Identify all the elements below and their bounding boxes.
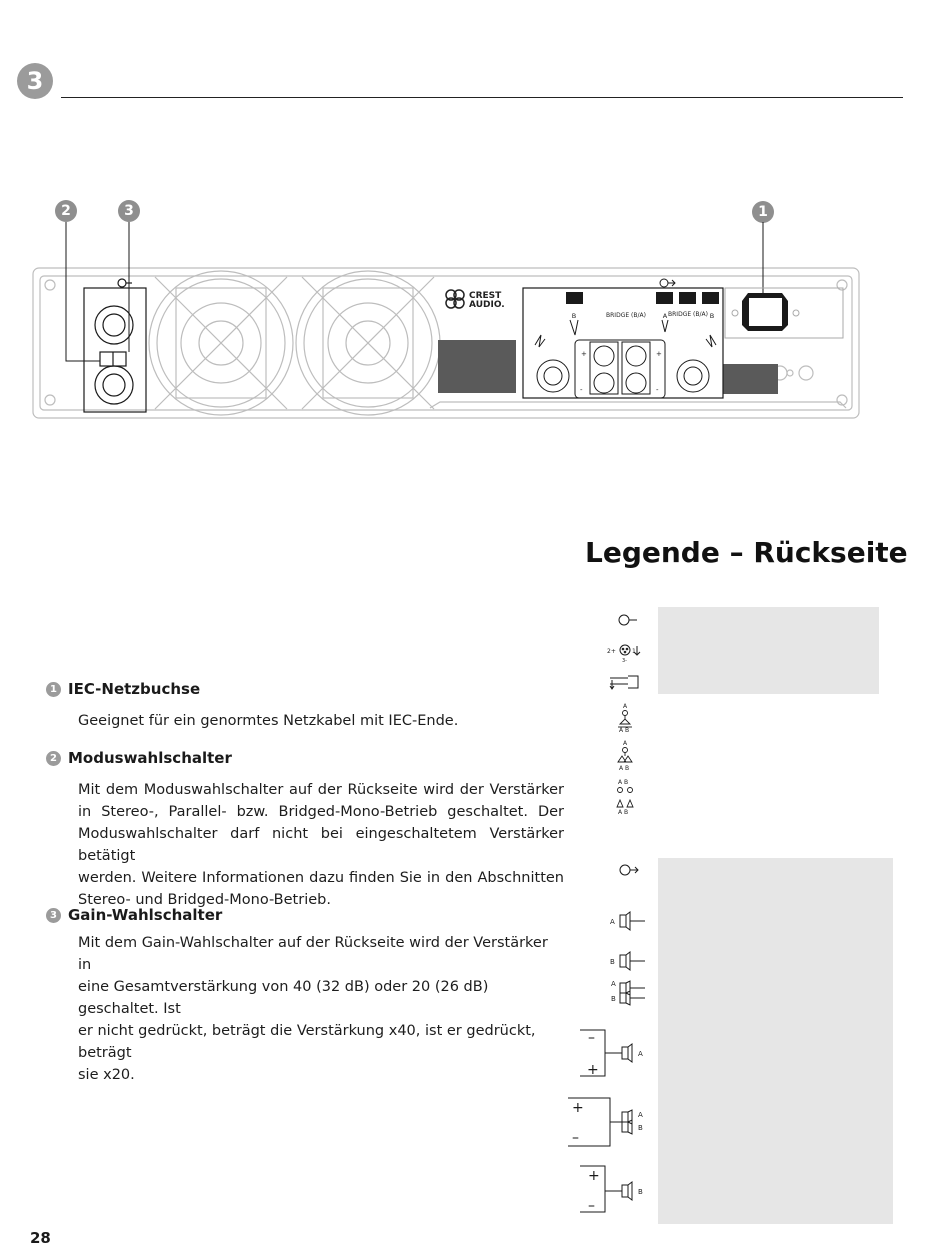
crest-audio-logo: CREST AUDIO. [445, 289, 505, 310]
svg-text:B: B [638, 1188, 643, 1196]
speaker-out-ab-icon [619, 980, 645, 1006]
binding-post-b-icon [580, 1165, 633, 1213]
svg-text:–: – [588, 1030, 595, 1046]
xlr-pinout-icon [619, 644, 641, 656]
text-line: Mit dem Moduswahlschalter auf der Rückse… [78, 782, 564, 798]
binding-post-3[interactable] [625, 345, 647, 367]
binding-post-2[interactable] [593, 372, 615, 394]
svg-text:A: A [611, 980, 616, 988]
text-line: Stereo- und Bridged-Mono-Betrieb. [78, 892, 331, 908]
mode-bridge-icon [618, 710, 632, 728]
output-icon [619, 864, 639, 876]
legend-input-box [658, 607, 879, 694]
svg-text:BRIDGE (B/A): BRIDGE (B/A) [606, 312, 646, 319]
item-text-mode: Mit dem Moduswahlschalter auf der Rückse… [78, 779, 564, 911]
svg-text:-: - [580, 386, 583, 394]
svg-text:B: B [610, 958, 615, 966]
svg-text:+: + [572, 1100, 584, 1116]
svg-text:B: B [572, 312, 576, 320]
item-badge: 3 [46, 907, 61, 923]
svg-text:B: B [638, 1124, 643, 1132]
svg-text:A B: A B [619, 727, 629, 734]
jack-icon [609, 675, 639, 690]
item-badge: 1 [46, 681, 61, 697]
svg-text:A: A [623, 703, 628, 710]
svg-text:+: + [588, 1168, 600, 1184]
item-title: Moduswahlschalter [68, 749, 232, 767]
svg-text:A B: A B [618, 779, 628, 786]
rear-panel-illustration: CREST AUDIO. B A BRIDGE (B/A) BRIDGE (B/… [32, 222, 860, 419]
speakon-out-b[interactable] [536, 359, 570, 393]
svg-text:1: 1 [632, 648, 636, 655]
svg-text:+: + [581, 350, 587, 358]
svg-text:–: – [572, 1130, 579, 1146]
header-rule [61, 97, 903, 98]
text-line: sie x20. [78, 1067, 135, 1083]
svg-text:+: + [587, 1062, 599, 1078]
svg-text:B: B [611, 995, 616, 1003]
page-number: 28 [30, 1229, 51, 1247]
svg-text:A: A [663, 312, 668, 320]
svg-text:-: - [656, 386, 659, 394]
legend-output-box [658, 858, 893, 1224]
chassis-outline [32, 267, 860, 419]
input-panel [83, 278, 147, 413]
text-line: werden. Weitere Informationen dazu finde… [78, 870, 564, 886]
svg-text:CREST: CREST [469, 291, 502, 301]
svg-text:A: A [638, 1050, 643, 1058]
svg-text:A B: A B [618, 809, 628, 816]
binding-post-4[interactable] [625, 372, 647, 394]
section-number-badge: 3 [17, 63, 53, 99]
svg-text:2+: 2+ [607, 648, 616, 655]
svg-text:BRIDGE (B/A): BRIDGE (B/A) [668, 311, 708, 318]
callout-iec-socket: 1 [752, 201, 774, 223]
svg-text:A B: A B [619, 765, 629, 772]
svg-text:3-: 3- [622, 658, 627, 664]
svg-text:B: B [710, 312, 714, 320]
binding-post-a-icon [580, 1029, 633, 1077]
legend-symbols: 2+ 1 3- A A B A A B A B A B [568, 614, 645, 1214]
speaker-out-b-icon [619, 951, 645, 971]
callout-gain-switch: 3 [118, 200, 140, 222]
svg-text:–: – [588, 1198, 595, 1214]
item-badge: 2 [46, 750, 61, 766]
speakon-out-a[interactable] [676, 359, 710, 393]
label-panel-left [438, 340, 516, 393]
item-title: Gain-Wahlschalter [68, 906, 223, 924]
text-line: er nicht gedrückt, beträgt die Verstärku… [78, 1023, 536, 1061]
item-title: IEC-Netzbuchse [68, 680, 201, 698]
binding-post-ab-icon [568, 1097, 633, 1147]
item-text-gain: Mit dem Gain-Wahlschalter auf der Rückse… [78, 932, 558, 1086]
legend-title: Legende – Rückseite [585, 536, 908, 569]
item-text-iec: Geeignet für ein genormtes Netzkabel mit… [78, 713, 459, 729]
svg-text:+: + [656, 350, 662, 358]
speaker-out-a-icon [619, 911, 645, 931]
item-heading-gain: 3 Gain-Wahlschalter [46, 906, 222, 924]
svg-text:A: A [623, 740, 628, 747]
text-line: eine Gesamtverstärkung von 40 (32 dB) od… [78, 979, 489, 1017]
label-panel-right [723, 364, 778, 394]
text-line: Moduswahlschalter darf nicht bei eingesc… [78, 826, 564, 864]
input-icon [618, 614, 637, 626]
binding-post-1[interactable] [593, 345, 615, 367]
callout-mode-switch: 2 [55, 200, 77, 222]
output-panel: B A BRIDGE (B/A) BRIDGE (B/A) B + - + - [522, 278, 724, 399]
item-heading-mode: 2 Moduswahlschalter [46, 749, 232, 767]
mode-parallel-icon [617, 747, 633, 763]
item-heading-iec: 1 IEC-Netzbuchse [46, 680, 200, 698]
svg-text:AUDIO.: AUDIO. [469, 300, 505, 310]
svg-text:A: A [638, 1111, 643, 1119]
mode-stereo-icon [616, 787, 634, 808]
text-line: Mit dem Gain-Wahlschalter auf der Rückse… [78, 935, 548, 973]
svg-text:A: A [610, 918, 615, 926]
fan-right [295, 270, 441, 416]
fan-left [148, 270, 294, 416]
iec-socket[interactable] [724, 287, 844, 339]
text-line: in Stereo-, Parallel- bzw. Bridged-Mono-… [78, 804, 564, 820]
